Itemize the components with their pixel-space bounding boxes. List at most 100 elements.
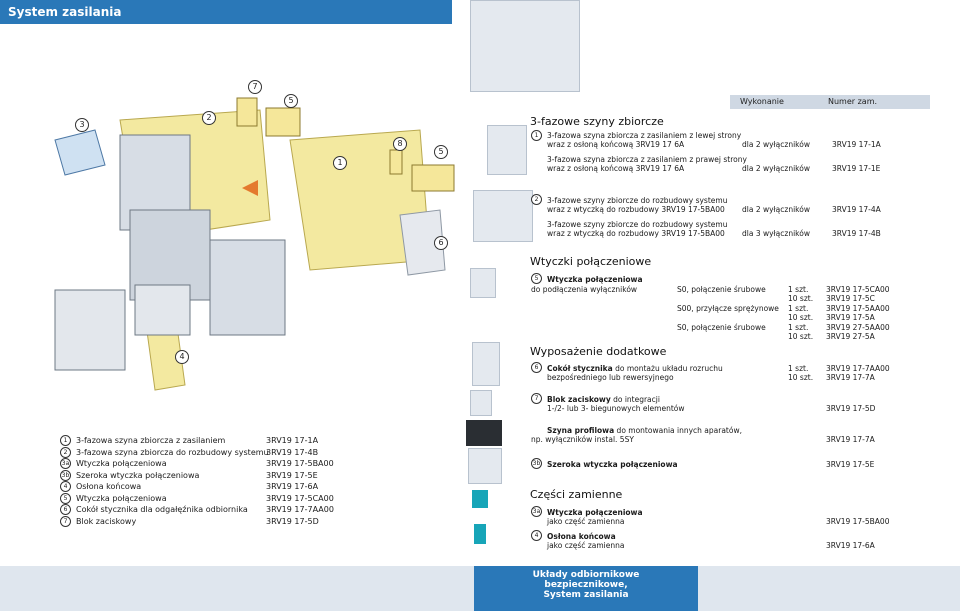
variant-type: S0, połączenie śrubowe [677, 323, 766, 332]
item-line: jako część zamienna [547, 541, 625, 550]
legend-code: 3RV19 17-7AA00 [266, 505, 334, 514]
wide-plug-photo [468, 448, 502, 484]
marker-4: 4 [175, 350, 189, 364]
marker-7: 7 [248, 80, 262, 94]
plug-3-shape [54, 129, 106, 176]
item-num: 3a [531, 506, 542, 517]
plug-8-shape [389, 149, 403, 175]
marker-5b: 5 [434, 145, 448, 159]
legend-num: 5 [60, 492, 71, 504]
item-line: Szyna profilowa do montowania innych apa… [547, 426, 742, 435]
legend-label: Osłona końcowa [76, 482, 142, 491]
legend-code: 3RV19 17-6A [266, 482, 319, 491]
legend-code: 3RV19 17-5D [266, 516, 319, 526]
marker-8: 8 [393, 137, 407, 151]
marker-6: 6 [434, 236, 448, 250]
item-line: bezpośredniego lub rewersyjnego [547, 373, 674, 382]
item-exec: dla 2 wyłączników [742, 205, 810, 214]
variant-code: 3RV19 17-5A [826, 313, 875, 322]
item-code: 3RV19 17-5BA00 [826, 517, 890, 526]
item-num: 2 [531, 194, 542, 205]
item-exec: dla 2 wyłączników [742, 140, 810, 149]
item-line: np. wyłączników instal. 5SY [531, 435, 634, 444]
legend-label: Wtyczka połączeniowa [76, 493, 167, 503]
contactor-2-shape [134, 284, 191, 336]
breaker-3-shape [209, 239, 286, 336]
terminal-block-photo [470, 390, 492, 416]
legend-code: 3RV19 17-5CA00 [266, 493, 334, 503]
legend-code: 3RV19 17-1A [266, 436, 319, 445]
footer-line: bezpiecznikowe, [544, 580, 628, 590]
section-title-accessories: Wyposażenie dodatkowe [530, 345, 667, 358]
variant-code: 3RV19 17-7A [826, 373, 875, 382]
item-line: 3-fazowa szyna zbiorcza z zasilaniem z l… [547, 131, 742, 140]
variant-qty: 10 szt. [788, 313, 814, 322]
variant-code: 3RV19 27-5AA00 [826, 323, 890, 332]
legend-num: 1 [60, 435, 71, 446]
variant-code: 3RV19 17-5AA00 [826, 304, 890, 313]
legend-label: Cokół stycznika dla odgałęźnika odbiorni… [76, 505, 248, 514]
legend-code: 3RV19 17-5E [266, 470, 318, 480]
item-line: wraz z osłoną końcową 3RV19 17 6A [547, 140, 685, 149]
variant-type: S0, połączenie śrubowe [677, 285, 766, 294]
legend-num: 3b [60, 469, 71, 481]
item-line: wraz z osłoną końcową 3RV19 17 6A [547, 164, 685, 173]
col-order-number: Numer zam. [828, 97, 878, 106]
section-title-plugs: Wtyczki połączeniowe [530, 255, 652, 268]
legend-row: 4 Osłona końcowa 3RV19 17-6A [60, 481, 360, 493]
arrow-shape [242, 180, 258, 196]
legend-num: 7 [60, 515, 71, 527]
item-code: 3RV19 17-4A [832, 205, 881, 214]
legend-label: Blok zaciskowy [76, 516, 137, 526]
footer-section-tab: Układy odbiornikowe bezpiecznikowe, Syst… [474, 566, 698, 611]
item-num: 5 [531, 273, 542, 284]
terminal-block-shape [236, 97, 258, 127]
plug-5-shape [265, 107, 301, 137]
variant-qty: 10 szt. [788, 332, 814, 341]
item-num: 4 [531, 530, 542, 541]
item-name: Wtyczka połączeniowa [547, 508, 643, 517]
item-code: 3RV19 17-5D [826, 404, 876, 413]
item-line: 3-fazowa szyna zbiorcza z zasilaniem z p… [547, 155, 747, 164]
busbar-photo-2 [473, 190, 533, 242]
contactor-base-photo [472, 342, 500, 386]
item-line: 3-fazowe szyny zbiorcze do rozbudowy sys… [547, 220, 728, 229]
item-num: 6 [531, 362, 542, 373]
plug-5b-shape [411, 164, 455, 192]
variant-code: 3RV19 27-5A [826, 332, 875, 341]
legend-label: 3-fazowa szyna zbiorcza z zasilaniem [76, 436, 226, 445]
item-code: 3RV19 17-1A [832, 140, 881, 149]
item-code: 3RV19 17-4B [832, 229, 881, 238]
item-num: 7 [531, 393, 542, 404]
legend-code: 3RV19 17-5BA00 [266, 459, 334, 468]
plug-photo [470, 268, 496, 298]
profile-rail-photo [466, 420, 502, 446]
product-illustration [54, 97, 455, 391]
legend-code: 3RV19 17-4B [266, 447, 319, 457]
legend-label: 3-fazowa szyna zbiorcza do rozbudowy sys… [76, 447, 269, 457]
legend-list: 1 3-fazowa szyna zbiorcza z zasilaniem 3RV… [60, 435, 360, 527]
item-line: jako część zamienna [547, 517, 625, 526]
item-name: Blok zaciskowy [547, 395, 611, 404]
marker-1: 1 [333, 156, 347, 170]
variant-code: 3RV19 17-5CA00 [826, 285, 890, 294]
variant-qty: 1 szt. [788, 304, 809, 313]
item-line: 1-/2- lub 3- biegunowych elementów [547, 404, 685, 413]
product-photo-top [470, 0, 580, 92]
busbar-photo-1 [487, 125, 527, 175]
footer-line: Układy odbiornikowe [532, 570, 640, 580]
item-desc: do montowania innych aparatów, [614, 426, 742, 435]
legend-num: 4 [60, 481, 71, 492]
item-code: 3RV19 17-5E [826, 460, 875, 469]
table-header: Wykonanie Numer zam. [730, 95, 930, 109]
end-cover-spare-photo [474, 524, 486, 544]
section-title-busbars: 3-fazowe szyny zbiorcze [530, 115, 664, 128]
legend-row: 1 3-fazowa szyna zbiorcza z zasilaniem 3RV… [60, 435, 360, 447]
item-line: wraz z wtyczką do rozbudowy 3RV19 17-5BA… [547, 205, 725, 214]
item-line: Cokół stycznika do montażu układu rozruc… [547, 364, 723, 373]
plug-spare-photo [472, 490, 488, 508]
page-header: System zasilania [0, 0, 452, 24]
variant-type: S00, przyłącze sprężynowe [677, 304, 779, 313]
contactor-1-shape [54, 289, 126, 371]
